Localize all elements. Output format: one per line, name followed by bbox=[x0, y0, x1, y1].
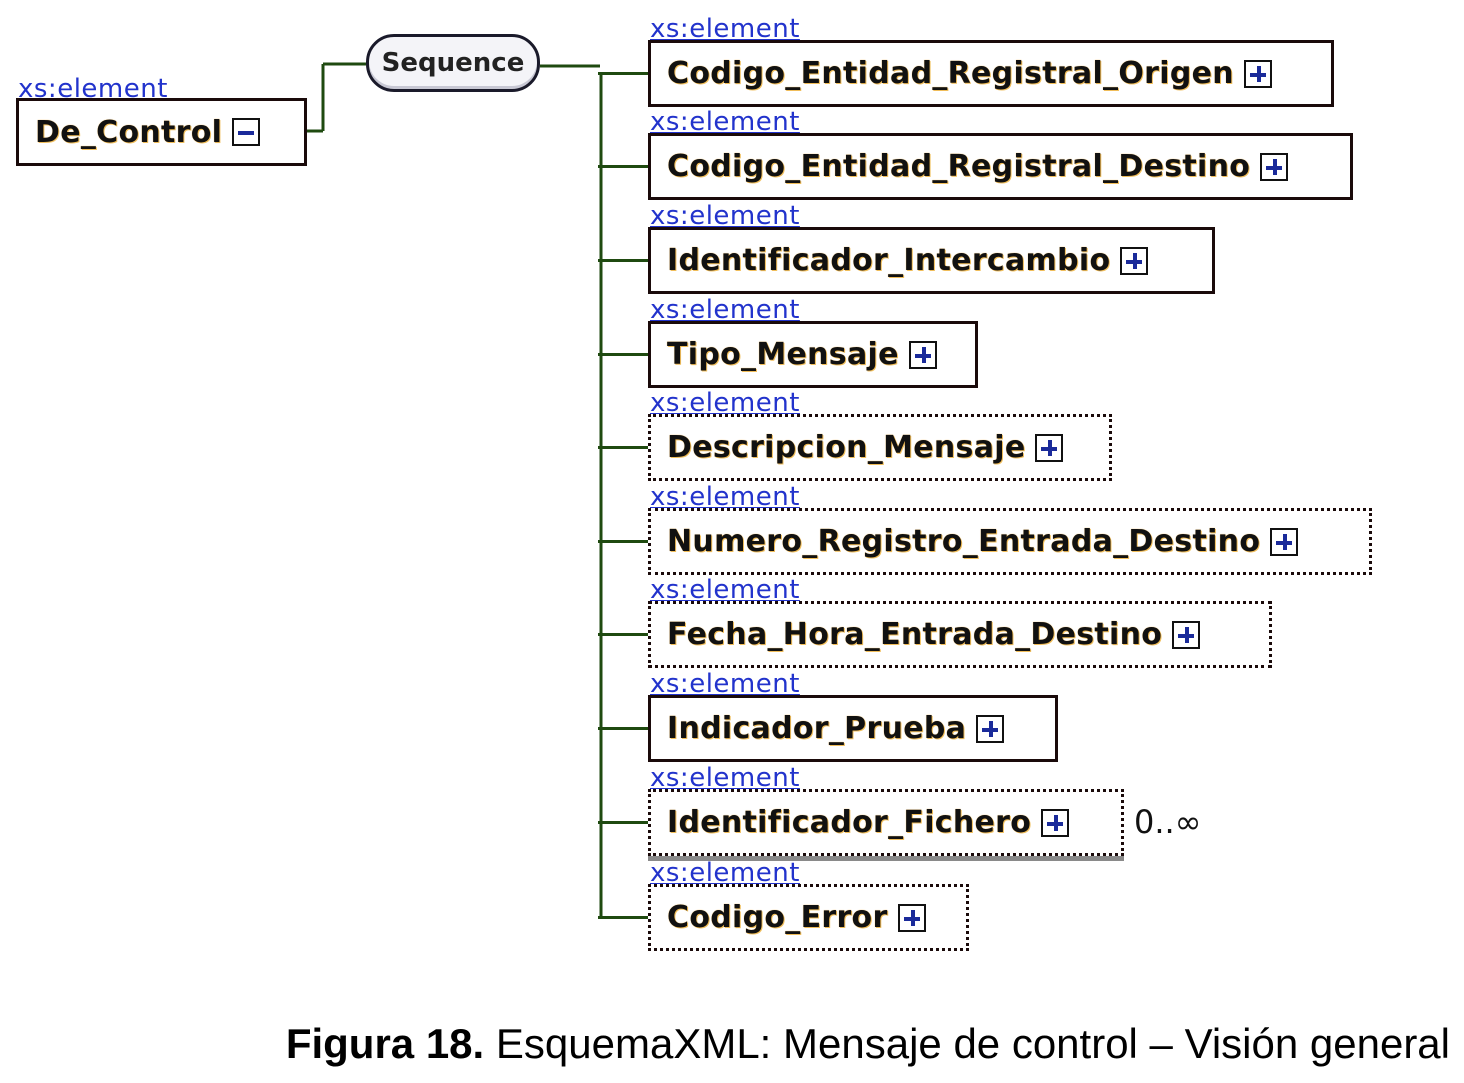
expand-icon[interactable] bbox=[908, 340, 937, 369]
element-box[interactable]: Codigo_Entidad_Registral_Origen bbox=[648, 40, 1334, 107]
element-name: Identificador_Fichero bbox=[667, 805, 1032, 840]
element-box[interactable]: Descripcion_Mensaje bbox=[648, 414, 1112, 481]
occurrence-label: 0..∞ bbox=[1134, 803, 1202, 841]
element-name: Descripcion_Mensaje bbox=[667, 430, 1026, 465]
child-stereotype[interactable]: xs:element bbox=[650, 388, 800, 418]
element-name: Codigo_Error bbox=[667, 900, 888, 935]
expand-icon[interactable] bbox=[1260, 152, 1289, 181]
root-element-box[interactable]: De_Control bbox=[16, 98, 307, 166]
element-box[interactable]: Fecha_Hora_Entrada_Destino bbox=[648, 601, 1272, 668]
element-box[interactable]: Identificador_Intercambio bbox=[648, 227, 1215, 294]
child-stereotype[interactable]: xs:element bbox=[650, 201, 800, 231]
child-stereotype[interactable]: xs:element bbox=[650, 669, 800, 699]
expand-icon[interactable] bbox=[1270, 527, 1299, 556]
root-stereotype[interactable]: xs:element bbox=[18, 74, 168, 104]
expand-icon[interactable] bbox=[897, 903, 926, 932]
element-box[interactable]: Tipo_Mensaje bbox=[648, 321, 978, 388]
child-stereotype[interactable]: xs:element bbox=[650, 14, 800, 44]
expand-icon[interactable] bbox=[1172, 620, 1201, 649]
element-name: Codigo_Entidad_Registral_Origen bbox=[667, 56, 1234, 91]
expand-icon[interactable] bbox=[1120, 246, 1149, 275]
element-box[interactable]: Numero_Registro_Entrada_Destino bbox=[648, 508, 1372, 575]
root-element-name: De_Control bbox=[35, 114, 223, 150]
element-box[interactable]: Indicador_Prueba bbox=[648, 695, 1058, 762]
element-name: Numero_Registro_Entrada_Destino bbox=[667, 524, 1261, 559]
element-box[interactable]: Codigo_Error bbox=[648, 884, 969, 951]
sequence-compositor[interactable]: Sequence bbox=[366, 34, 540, 92]
expand-icon[interactable] bbox=[1041, 808, 1070, 837]
caption-number: Figura 18. bbox=[285, 1020, 485, 1067]
child-stereotype[interactable]: xs:element bbox=[650, 107, 800, 137]
element-name: Indicador_Prueba bbox=[667, 711, 967, 746]
child-stereotype[interactable]: xs:element bbox=[650, 482, 800, 512]
figure-caption: Figura 18. EsquemaXML: Mensaje de contro… bbox=[286, 1020, 1450, 1068]
element-box[interactable]: Codigo_Entidad_Registral_Destino bbox=[648, 133, 1353, 200]
expand-icon[interactable] bbox=[1035, 433, 1064, 462]
child-stereotype[interactable]: xs:element bbox=[650, 575, 800, 605]
expand-icon[interactable] bbox=[1243, 59, 1272, 88]
element-name: Codigo_Entidad_Registral_Destino bbox=[667, 149, 1251, 184]
sequence-label: Sequence bbox=[381, 48, 525, 78]
child-stereotype[interactable]: xs:element bbox=[650, 295, 800, 325]
element-name: Identificador_Intercambio bbox=[667, 243, 1111, 278]
child-stereotype[interactable]: xs:element bbox=[650, 763, 800, 793]
element-box[interactable]: Identificador_Fichero bbox=[648, 789, 1124, 856]
collapse-icon[interactable] bbox=[232, 118, 261, 146]
caption-text: EsquemaXML: Mensaje de control – Visión … bbox=[484, 1020, 1450, 1067]
element-name: Fecha_Hora_Entrada_Destino bbox=[667, 617, 1163, 652]
element-name: Tipo_Mensaje bbox=[667, 337, 899, 372]
expand-icon[interactable] bbox=[976, 714, 1005, 743]
child-stereotype[interactable]: xs:element bbox=[650, 858, 800, 888]
